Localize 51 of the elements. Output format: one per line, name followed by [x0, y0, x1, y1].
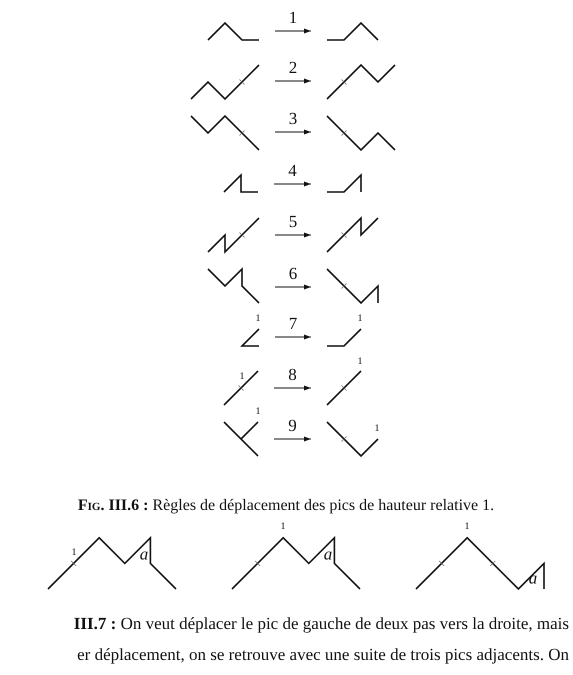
arrow: [274, 436, 311, 442]
figure-caption: Fig. III.6 : Règles de déplacement des pics de hauteur relative 1.: [78, 498, 494, 514]
arrow: [274, 386, 311, 390]
variable-label: a: [324, 546, 332, 562]
lattice-path-drawing: [327, 218, 378, 252]
index-label: 1: [358, 357, 362, 367]
body-text-line: er déplacement, on se retrouve avec une suite de trois pics adjacents. On: [77, 646, 569, 663]
lattice-path-drawing: [327, 116, 395, 150]
lattice-path-drawing: [327, 371, 361, 405]
arrow: [275, 284, 311, 290]
edge-label: 2: [288, 59, 298, 76]
lattice-path-drawing: [327, 422, 378, 456]
lattice-path-drawing: [327, 65, 395, 99]
index-label: 1: [464, 522, 470, 532]
arrow: [274, 182, 311, 186]
arrow: [275, 232, 311, 238]
index-label: 1: [240, 372, 244, 382]
edge-label: 5: [288, 213, 298, 230]
lattice-path-drawing: [327, 23, 378, 40]
edge-label: 1: [288, 9, 298, 26]
index-label: 1: [358, 314, 362, 324]
lattice-path-drawing: [327, 269, 378, 303]
edge-label: 3: [288, 110, 298, 127]
body-text-line: III.7 : On veut déplacer le pic de gauche de deux pas vers la droite, mais: [74, 615, 569, 632]
lattice-path-drawing: [191, 65, 259, 99]
arrow: [275, 334, 311, 340]
index-label: 1: [256, 314, 260, 324]
variable-label: a: [528, 570, 538, 586]
arrow: [275, 28, 311, 34]
edge-label: 4: [288, 162, 297, 179]
arrow: [275, 78, 311, 84]
lattice-path-drawing: [208, 23, 259, 40]
lattice-path-drawing: [191, 116, 259, 150]
lattice-path-drawing: [242, 329, 259, 346]
edge-label: 6: [288, 265, 298, 282]
edge-label: 8: [288, 366, 297, 383]
lattice-path-drawing: [327, 175, 361, 192]
arrow: [275, 130, 311, 134]
variable-label: a: [140, 546, 148, 562]
lattice-path-drawing: [224, 422, 258, 456]
index-label: 1: [280, 522, 286, 532]
index-label: 1: [72, 548, 76, 558]
index-label: 1: [256, 407, 260, 417]
lattice-path-drawing: [224, 371, 258, 405]
edge-label: 7: [288, 315, 298, 332]
lattice-path-drawing: [208, 269, 259, 303]
edge-label: 9: [288, 417, 297, 434]
lattice-path-drawing: [327, 329, 361, 346]
index-label: 1: [374, 424, 380, 434]
lattice-path-drawing: [224, 175, 258, 192]
lattice-path-drawing: [208, 218, 259, 252]
